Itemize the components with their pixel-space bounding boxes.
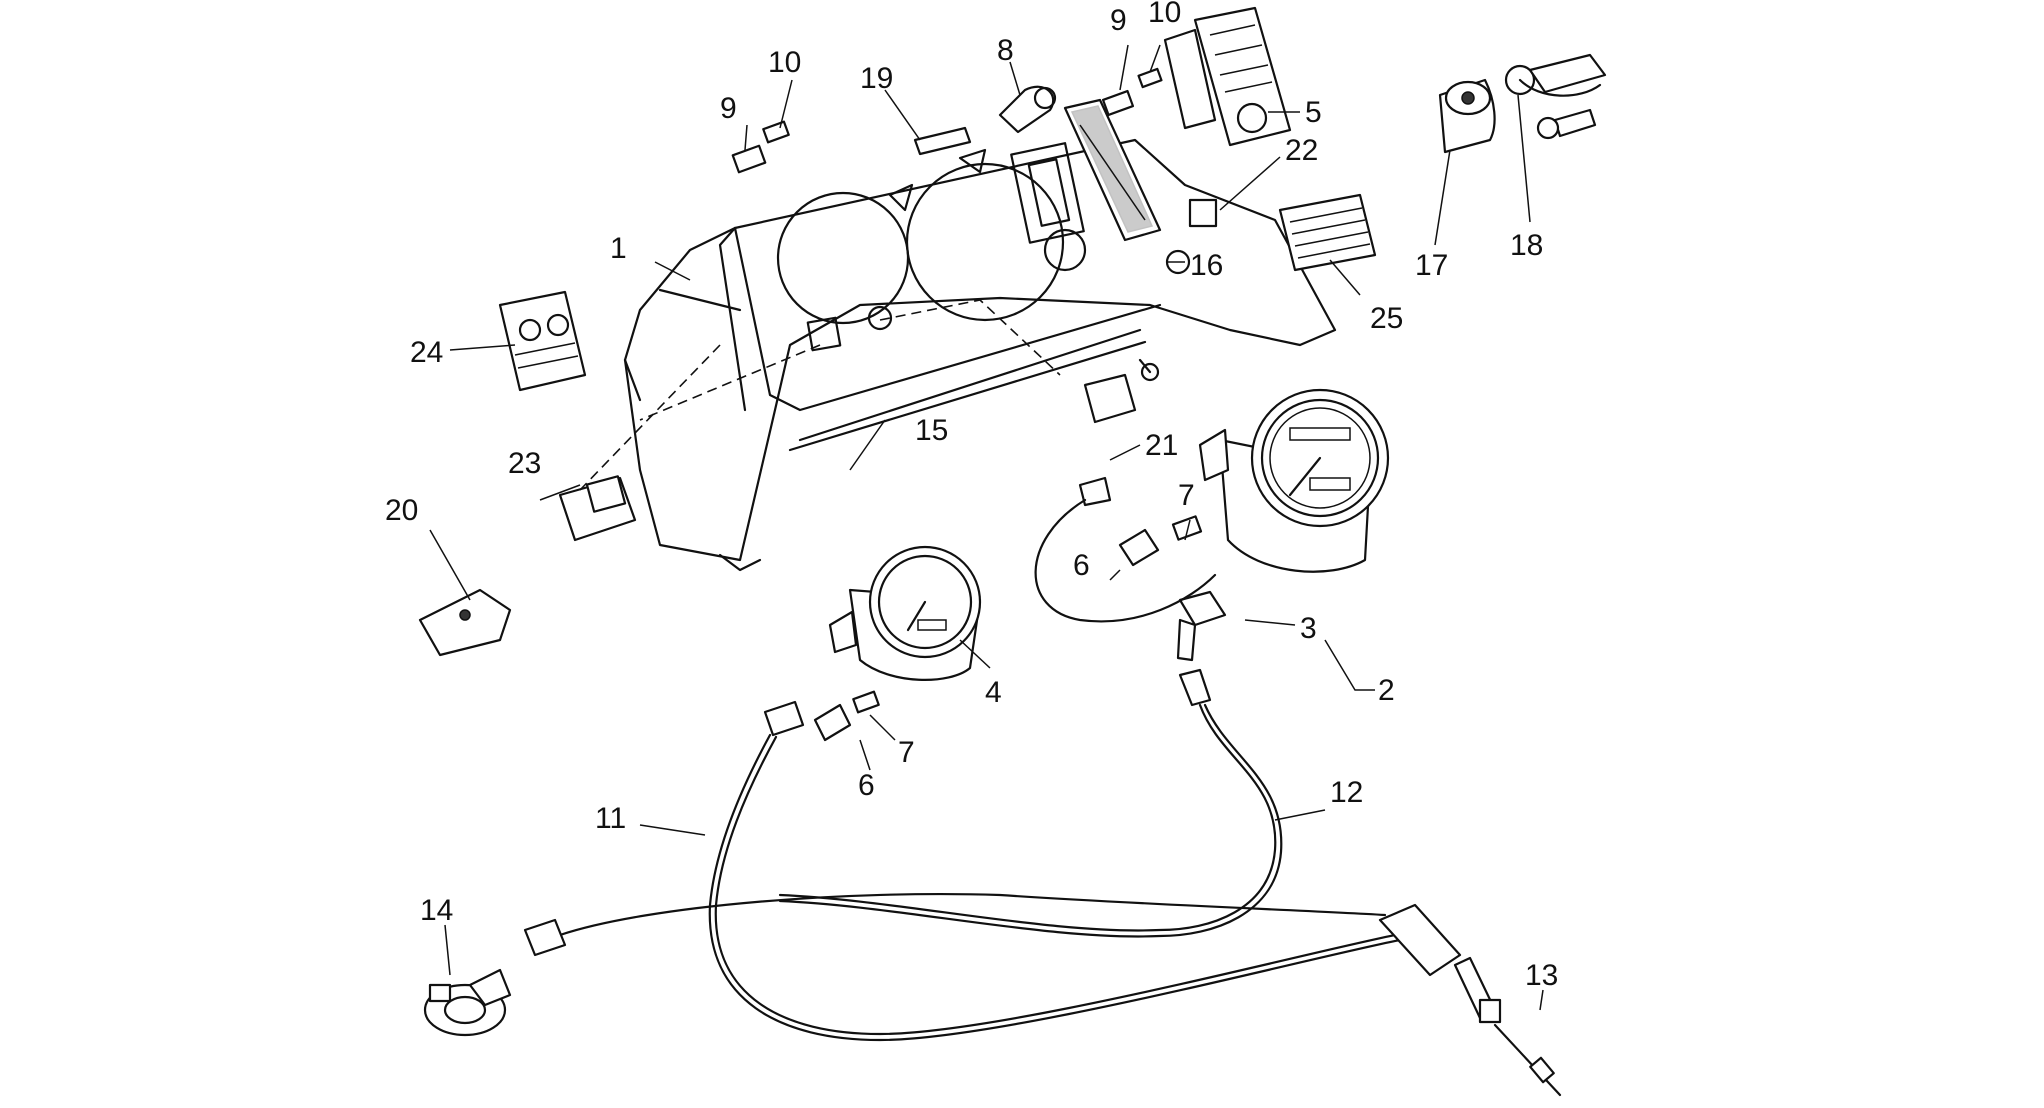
callout-7-tacho: 7 xyxy=(1178,479,1195,512)
lamp-holder-left xyxy=(731,120,790,174)
indicator-block xyxy=(1188,198,1218,228)
callout-18: 18 xyxy=(1510,229,1543,262)
warning-light-panel xyxy=(1063,98,1162,242)
callout-20: 20 xyxy=(385,494,418,527)
callout-7-speedo: 7 xyxy=(898,736,915,769)
callout-2: 2 xyxy=(1378,674,1395,707)
callout-4: 4 xyxy=(985,676,1002,709)
warning-lights-window xyxy=(1010,142,1085,244)
callout-5: 5 xyxy=(1305,96,1322,129)
speedometer-cable xyxy=(708,700,1562,1097)
ignition-keys xyxy=(1504,53,1607,140)
callout-25: 25 xyxy=(1370,302,1403,335)
switch-hole-square xyxy=(806,316,842,352)
indicator-hole xyxy=(888,183,914,212)
callout-6-speedo: 6 xyxy=(858,769,875,802)
callout-9-left: 9 xyxy=(720,92,737,125)
choke-lever xyxy=(998,85,1057,134)
speedometer-drive xyxy=(423,892,1387,1037)
callout-9-top: 9 xyxy=(1110,4,1127,37)
tachometer-cable xyxy=(778,590,1283,938)
callout-3: 3 xyxy=(1300,612,1317,645)
callout-14: 14 xyxy=(420,894,453,927)
bulb-holder-speedo xyxy=(813,690,880,742)
callout-16: 16 xyxy=(1190,249,1223,282)
dashboard-fairing xyxy=(623,138,1337,572)
decal-plate-right xyxy=(1278,193,1377,272)
ignition-hole xyxy=(1043,228,1087,272)
callout-24: 24 xyxy=(410,336,443,369)
callout-13: 13 xyxy=(1525,959,1558,992)
callout-12: 12 xyxy=(1330,776,1363,809)
speedometer-aperture xyxy=(905,162,1065,322)
lamp-wire xyxy=(1034,498,1217,623)
speedometer xyxy=(828,545,982,681)
dashed-leader-lines xyxy=(579,299,1061,491)
bulb-holder-tacho xyxy=(1078,476,1203,567)
callout-labels: 1 2 3 4 5 6 6 6 7 7 8 9 9 9 10 10 11 12 … xyxy=(385,0,1558,992)
callout-17: 17 xyxy=(1415,249,1448,282)
callout-19: 19 xyxy=(860,62,893,95)
switch-hole xyxy=(867,305,893,331)
callout-23: 23 xyxy=(508,447,541,480)
callout-10-left: 10 xyxy=(768,46,801,79)
decal-plate-left xyxy=(498,290,587,392)
callout-22: 22 xyxy=(1285,134,1318,167)
switch xyxy=(1083,358,1160,424)
callout-10-top: 10 xyxy=(1148,0,1181,29)
badge xyxy=(913,126,972,156)
relay-connector xyxy=(418,588,512,657)
lamp-holder-top xyxy=(1101,67,1163,117)
relay xyxy=(558,475,637,542)
callout-8: 8 xyxy=(997,34,1014,67)
callout-21: 21 xyxy=(1145,429,1178,462)
callout-leaders xyxy=(429,44,1544,1011)
ignition-switch xyxy=(1438,78,1496,154)
callout-6-tacho: 6 xyxy=(1073,549,1090,582)
callout-11: 11 xyxy=(595,802,626,835)
indicator-decal-plate xyxy=(1163,6,1292,147)
callout-15: 15 xyxy=(915,414,948,447)
callout-1: 1 xyxy=(610,232,627,265)
tachometer xyxy=(1198,388,1390,573)
